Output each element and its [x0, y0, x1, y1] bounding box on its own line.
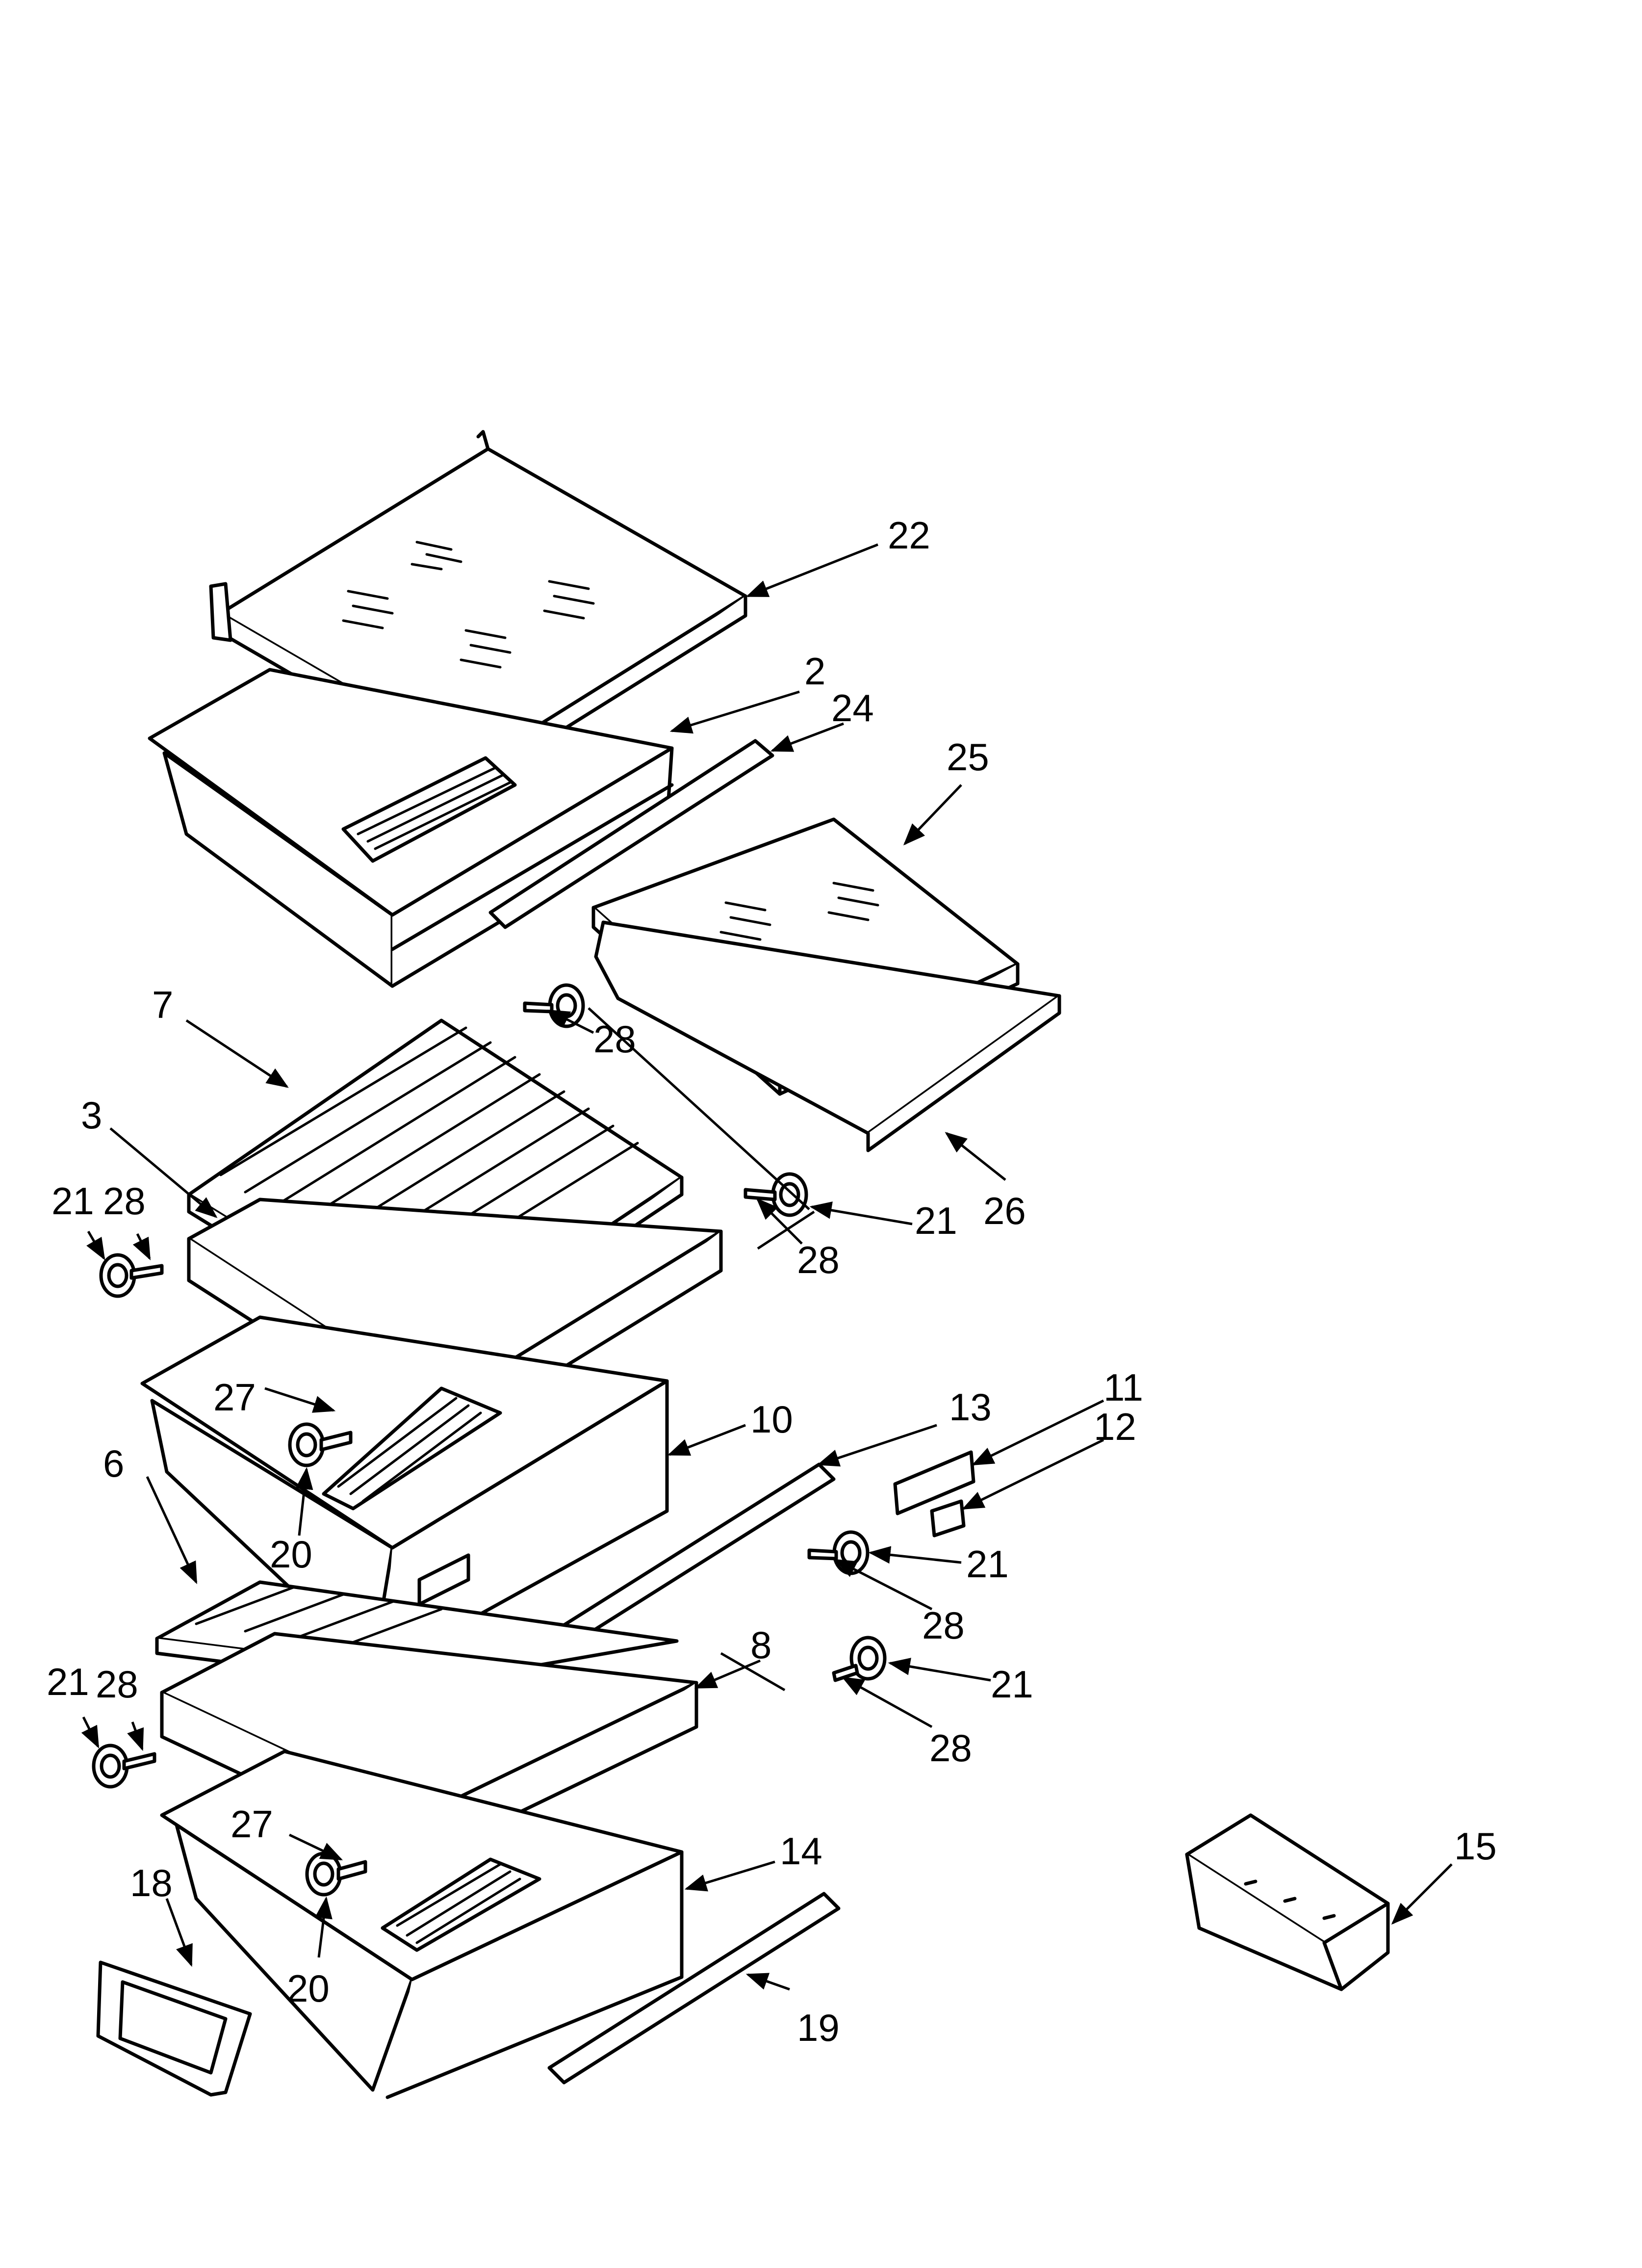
crisper-pan-2: [148, 668, 674, 988]
callout-21-left-lower: 21: [47, 1660, 89, 1703]
callout-12: 12: [1094, 1405, 1136, 1448]
callout-28-right-middle: 28: [922, 1604, 965, 1647]
callout-28-top: 28: [593, 1017, 636, 1061]
callout-21-right-lower: 21: [991, 1663, 1033, 1706]
trim-19: [547, 1892, 841, 2085]
roller-21-right-lower: [832, 1636, 887, 1682]
callout-19: 19: [797, 2006, 840, 2049]
callout-10: 10: [750, 1398, 793, 1441]
callout-27-lower: 27: [231, 1802, 273, 1846]
callout-28-left-upper: 28: [103, 1179, 146, 1223]
trim-24: [488, 739, 774, 929]
crisper-pan-14: [160, 1749, 684, 2099]
callout-22: 22: [888, 514, 930, 557]
roller-21-left-upper: [99, 1253, 164, 1298]
callout-20-lower: 20: [287, 1967, 330, 2010]
callout-6: 6: [103, 1442, 124, 1485]
callout-13: 13: [949, 1385, 992, 1429]
callout-24: 24: [831, 686, 874, 730]
frame-26: [594, 920, 1061, 1152]
roller-21-left-lower: [92, 1744, 156, 1789]
bracket-12: [930, 1499, 966, 1538]
callout-25: 25: [947, 735, 989, 779]
roller-20-lower: [305, 1851, 367, 1897]
bin-15: [1185, 1813, 1390, 1991]
callout-14: 14: [780, 1829, 822, 1873]
callout-3: 3: [81, 1094, 102, 1137]
callout-18: 18: [130, 1861, 173, 1904]
roller-21-top: [523, 983, 585, 1028]
callout-21-right-middle: 21: [966, 1542, 1009, 1586]
callout-15: 15: [1454, 1825, 1497, 1868]
callout-28-upper-right: 28: [797, 1238, 840, 1281]
callout-21-left-upper: 21: [51, 1179, 94, 1223]
callout-8: 8: [750, 1623, 771, 1667]
roller-20-middle: [288, 1422, 353, 1467]
callout-7: 7: [152, 983, 173, 1026]
callout-28-left-lower: 28: [96, 1663, 138, 1706]
leader-lines: [81, 543, 1453, 1991]
callout-28-right-lower: 28: [929, 1726, 972, 1770]
callout-20-middle: 20: [270, 1533, 312, 1576]
callout-21-upper-right: 21: [915, 1199, 957, 1242]
callout-11: 11: [1103, 1366, 1143, 1409]
callout-2: 2: [804, 650, 825, 693]
callout-26: 26: [983, 1189, 1026, 1232]
roller-21-right-middle: [807, 1530, 870, 1575]
callout-27-middle: 27: [213, 1376, 256, 1419]
label-18: [96, 1960, 252, 2097]
callout-numbers: 22 2 24 25 7 28 3 21 28 21 28 26 27 10 1…: [47, 514, 1497, 2049]
bracket-11: [893, 1450, 975, 1515]
